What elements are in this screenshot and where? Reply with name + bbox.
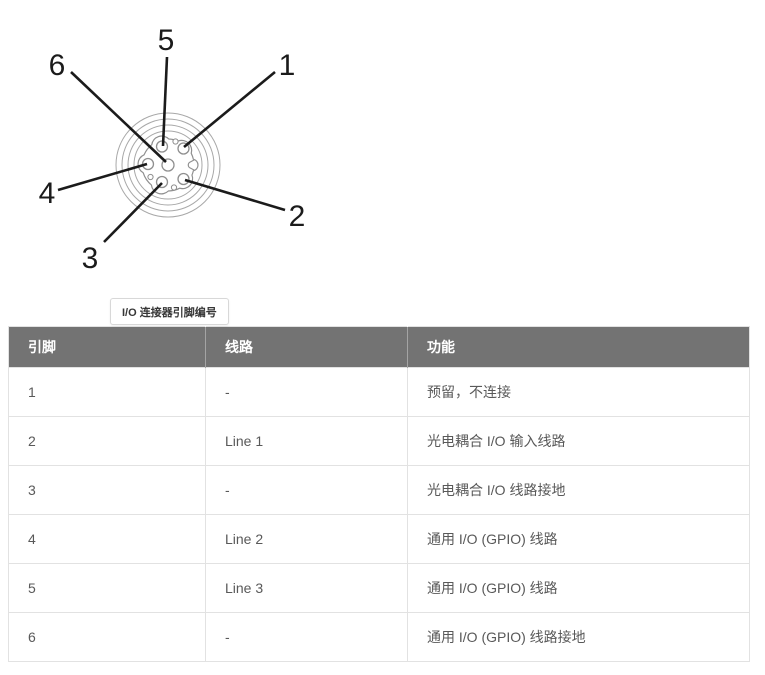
alignment-hole-bottom (170, 184, 178, 191)
pin-label-1: 1 (279, 49, 296, 82)
table-caption-text: I/O 连接器引脚编号 (122, 306, 217, 319)
connector-keyway-slot (187, 159, 195, 171)
table-row: 3 - 光电耦合 I/O 线路接地 (8, 465, 750, 515)
alignment-hole-left (147, 173, 154, 181)
leader-line-2 (184, 178, 286, 212)
cell-line: - (205, 465, 408, 515)
pin-table: 引脚 线路 功能 1 - 预留，不连接 2 Line 1 光电耦合 I/O 输入… (8, 326, 750, 662)
pin-label-3: 3 (82, 242, 99, 275)
connector-pinout-diagram: 5 6 1 4 2 3 (39, 24, 306, 275)
column-header-function: 功能 (407, 326, 750, 368)
cell-function: 预留，不连接 (407, 367, 750, 417)
table-row: 6 - 通用 I/O (GPIO) 线路接地 (8, 612, 750, 662)
connector-housing-rings (115, 112, 221, 218)
table-row: 4 Line 2 通用 I/O (GPIO) 线路 (8, 514, 750, 564)
cell-pin: 1 (8, 367, 206, 417)
table-caption: I/O 连接器引脚编号 (110, 298, 229, 325)
cell-line: - (205, 367, 408, 417)
table-row: 5 Line 3 通用 I/O (GPIO) 线路 (8, 563, 750, 613)
column-header-pin: 引脚 (8, 326, 206, 368)
cell-line: Line 1 (205, 416, 408, 466)
cell-pin: 4 (8, 514, 206, 564)
table-row: 2 Line 1 光电耦合 I/O 输入线路 (8, 416, 750, 466)
connector-ring-2 (121, 118, 215, 212)
leader-lines (57, 56, 286, 243)
column-header-line: 线路 (205, 326, 408, 368)
cell-function: 通用 I/O (GPIO) 线路接地 (407, 612, 750, 662)
table-row: 1 - 预留，不连接 (8, 367, 750, 417)
cell-function: 光电耦合 I/O 输入线路 (407, 416, 750, 466)
connector-ring-inner (133, 130, 203, 200)
pin-label-4: 4 (39, 177, 56, 210)
cell-function: 光电耦合 I/O 线路接地 (407, 465, 750, 515)
leader-line-6 (70, 71, 167, 163)
pin-label-5: 5 (158, 24, 175, 57)
cell-line: Line 3 (205, 563, 408, 613)
cell-line: - (205, 612, 408, 662)
leader-line-1 (183, 70, 276, 149)
leader-line-5 (161, 56, 169, 147)
pin-number-labels: 5 6 1 4 2 3 (39, 24, 306, 275)
connector-alignment-holes (147, 138, 179, 191)
pin-label-2: 2 (289, 200, 306, 233)
cell-pin: 5 (8, 563, 206, 613)
pin-label-6: 6 (49, 49, 66, 82)
cell-pin: 3 (8, 465, 206, 515)
cell-function: 通用 I/O (GPIO) 线路 (407, 563, 750, 613)
leader-line-3 (103, 182, 163, 243)
connector-ring-3 (127, 124, 209, 206)
cell-pin: 6 (8, 612, 206, 662)
cell-line: Line 2 (205, 514, 408, 564)
leader-line-4 (57, 162, 148, 192)
cell-pin: 2 (8, 416, 206, 466)
pin-hole-2 (177, 172, 190, 186)
alignment-hole-top (172, 138, 179, 145)
connector-ring-outer (115, 112, 221, 218)
cell-function: 通用 I/O (GPIO) 线路 (407, 514, 750, 564)
table-header-row: 引脚 线路 功能 (8, 326, 750, 368)
